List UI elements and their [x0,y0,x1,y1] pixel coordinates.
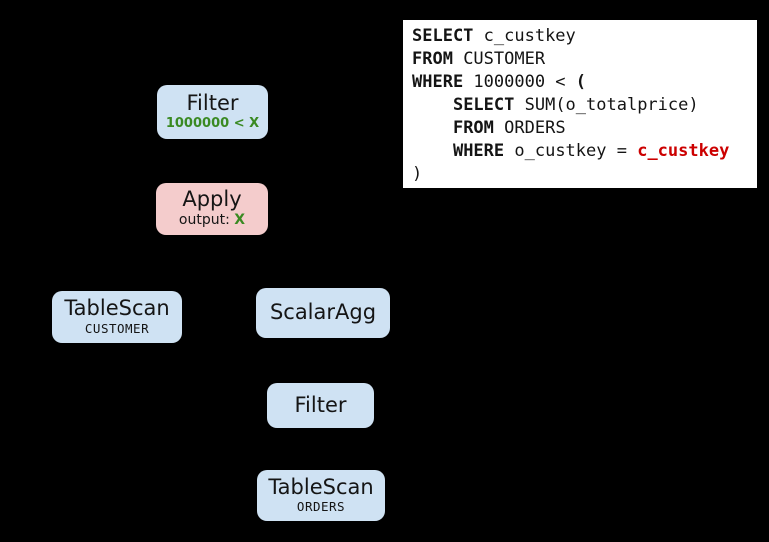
plan-node-filter-inner: Filter [267,383,374,428]
plan-node-apply: Apply output: X [156,183,268,235]
output-variable: X [234,212,246,228]
node-title: Filter [186,91,239,116]
node-title: ScalarAgg [269,300,377,325]
sql-line: FROM ORDERS [452,118,566,138]
output-prefix: output: [178,212,235,228]
node-title: TableScan [64,296,170,321]
plan-node-scalaragg: ScalarAgg [256,288,390,338]
node-title: Apply [182,187,242,212]
node-table-name: CUSTOMER [84,320,150,336]
node-output-label: output: X [179,212,245,230]
node-predicate: 1000000 < X [165,115,260,131]
sql-line: ) [412,164,423,184]
sql-line: WHERE 1000000 < ( [412,72,587,92]
sql-line: SELECT c_custkey [412,26,576,46]
plan-node-filter-top: Filter 1000000 < X [157,85,268,139]
sql-line: SELECT SUM(o_totalprice) [452,95,699,115]
plan-node-tablescan-customer: TableScan CUSTOMER [52,291,182,343]
sql-line: FROM CUSTOMER [412,49,546,69]
node-title: TableScan [268,474,374,499]
node-table-name: ORDERS [296,499,346,515]
sql-line: WHERE o_custkey = c_custkey [452,141,730,161]
plan-node-tablescan-orders: TableScan ORDERS [257,470,385,521]
node-title: Filter [294,392,347,417]
